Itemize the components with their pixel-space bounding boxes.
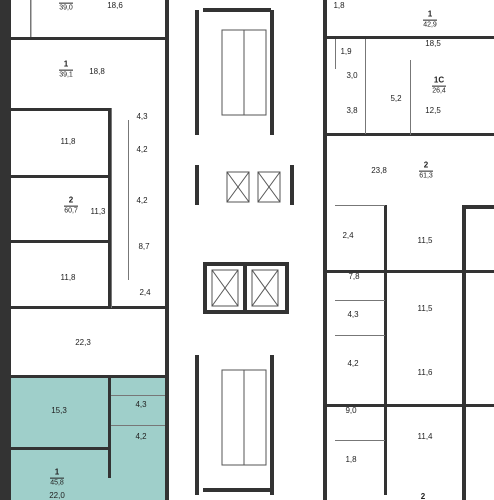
room-area-label: 22,0 bbox=[49, 491, 65, 500]
room-area-label: 8,7 bbox=[138, 242, 150, 251]
room-area-label: 2,4 bbox=[342, 231, 354, 240]
room-area-label: 11,3 bbox=[90, 207, 106, 216]
selected-apartment-fill[interactable] bbox=[11, 377, 165, 500]
room-area-label: 11,8 bbox=[60, 137, 76, 146]
room-area-label: 1,8 bbox=[333, 1, 345, 10]
apartment-number: 2 bbox=[423, 160, 429, 170]
apartment-number: 1 bbox=[63, 59, 69, 69]
badge-divider bbox=[432, 86, 446, 88]
apartment-number: 1 bbox=[54, 467, 60, 477]
badge-divider bbox=[59, 70, 73, 72]
room-area-label: 3,0 bbox=[346, 71, 358, 80]
badge-divider bbox=[59, 3, 73, 5]
apartment-number: 2 bbox=[68, 195, 74, 205]
room-area-label: 15,3 bbox=[51, 406, 67, 415]
room-area-label: 18,5 bbox=[425, 39, 441, 48]
badge-divider bbox=[64, 206, 78, 208]
room-area-label: 11,6 bbox=[417, 368, 433, 377]
apartment-area: 42,9 bbox=[423, 22, 437, 30]
apartment-badge-right-2[interactable]: 2 61,3 bbox=[419, 160, 433, 181]
room-area-label: 2,4 bbox=[139, 288, 151, 297]
room-area-label: 11,4 bbox=[417, 432, 433, 441]
room-area-label: 18,8 bbox=[89, 67, 105, 76]
apartment-area: 26,4 bbox=[432, 88, 446, 96]
room-area-label: 22,3 bbox=[75, 338, 91, 347]
apartment-number: 1С bbox=[433, 75, 445, 85]
room-area-label: 11,8 bbox=[60, 273, 76, 282]
room-area-label: 11,5 bbox=[417, 304, 433, 313]
apartment-badge-left-1[interactable]: 1 39,1 bbox=[59, 59, 73, 80]
apartment-badge-right-top[interactable]: 1 42,9 bbox=[423, 9, 437, 30]
room-area-label: 5,2 bbox=[390, 94, 402, 103]
room-area-label: 1,8 bbox=[345, 455, 357, 464]
apartment-number: 2 bbox=[420, 491, 426, 500]
room-area-label: 4,2 bbox=[347, 359, 359, 368]
apartment-area: 61,3 bbox=[419, 173, 433, 181]
room-area-label: 3,8 bbox=[346, 106, 358, 115]
room-area-label: 4,2 bbox=[136, 145, 148, 154]
apartment-number: 1 bbox=[59, 0, 73, 2]
apartment-badge-cut-bottom-right[interactable]: 2 bbox=[420, 491, 426, 500]
room-area-label: 4,3 bbox=[136, 112, 148, 121]
badge-divider bbox=[419, 171, 433, 173]
room-area-label: 12,5 bbox=[425, 106, 441, 115]
room-area-label: 9,0 bbox=[345, 406, 357, 415]
room-area-label: 4,2 bbox=[136, 196, 148, 205]
apartment-number: 1 bbox=[427, 9, 433, 19]
apartment-badge-left-2[interactable]: 2 60,7 bbox=[64, 195, 78, 216]
room-area-label: 4,3 bbox=[135, 400, 147, 409]
room-area-label: 18,6 bbox=[107, 1, 123, 10]
apartment-badge-left-selected[interactable]: 1 45,8 bbox=[50, 467, 64, 488]
apartment-area: 39,1 bbox=[59, 72, 73, 80]
room-area-label: 4,2 bbox=[135, 432, 147, 441]
room-area-label: 1,9 bbox=[340, 47, 352, 56]
room-area-label: 11,5 bbox=[417, 236, 433, 245]
room-area-label: 4,3 bbox=[347, 310, 359, 319]
badge-divider bbox=[50, 478, 64, 480]
apartment-badge-top-left[interactable]: 1 39,0 bbox=[59, 0, 73, 12]
apartment-area: 45,8 bbox=[50, 480, 64, 488]
badge-divider bbox=[423, 20, 437, 22]
apartment-badge-right-studio[interactable]: 1С 26,4 bbox=[432, 75, 446, 96]
apartment-area: 39,0 bbox=[59, 5, 73, 13]
apartment-area: 60,7 bbox=[64, 208, 78, 216]
room-area-label: 23,8 bbox=[371, 166, 387, 175]
room-area-label: 7,8 bbox=[348, 272, 360, 281]
